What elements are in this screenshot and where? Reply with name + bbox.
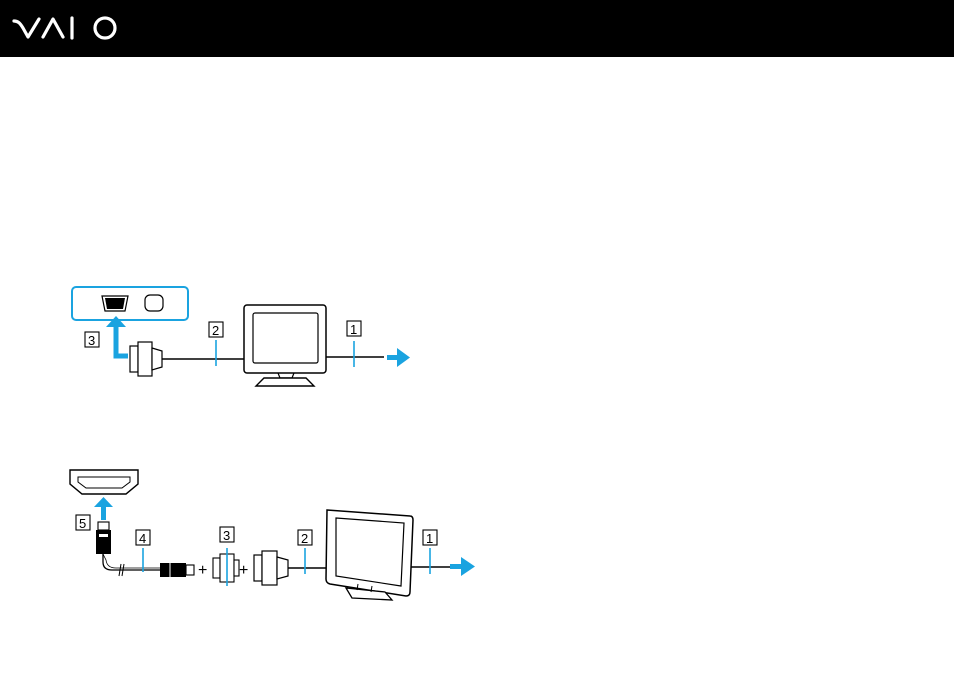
callout-3: 3 <box>220 527 234 543</box>
callout-label: 3 <box>223 528 230 543</box>
callout-label: 2 <box>301 531 308 546</box>
crt-monitor-icon <box>244 305 326 386</box>
power-arrow-icon <box>450 557 475 576</box>
port-panel <box>72 287 188 320</box>
plus-sign-icon: + <box>239 562 248 579</box>
dvi-connector-icon <box>254 551 328 585</box>
power-arrow-icon <box>387 348 410 367</box>
connect-arrow-icon <box>106 316 128 356</box>
hdmi-port-icon <box>70 470 138 494</box>
hdmi-plug-icon <box>96 522 111 554</box>
vga-port-icon <box>102 296 128 311</box>
callout-label: 1 <box>426 531 433 546</box>
vga-connector-icon <box>130 342 244 376</box>
callout-1: 1 <box>347 321 361 367</box>
lcd-monitor-icon <box>326 510 413 600</box>
callout-4: 4 <box>136 530 150 572</box>
vga-diagram: 3 2 1 <box>72 287 410 386</box>
callout-label: 3 <box>88 333 95 348</box>
plus-sign-icon: + <box>198 562 207 579</box>
callout-label: 2 <box>212 323 219 338</box>
round-port-icon <box>145 295 163 311</box>
callout-label: 5 <box>79 516 86 531</box>
hdmi-plug-icon <box>160 563 194 577</box>
callout-label: 1 <box>350 322 357 337</box>
hdmi-dvi-adapter-icon <box>213 548 239 586</box>
callout-5: 5 <box>76 515 90 531</box>
callout-label: 4 <box>139 531 146 546</box>
connect-arrow-icon <box>94 497 113 520</box>
callout-3: 3 <box>85 332 99 348</box>
hdmi-diagram: 5 4 + <box>70 470 475 600</box>
